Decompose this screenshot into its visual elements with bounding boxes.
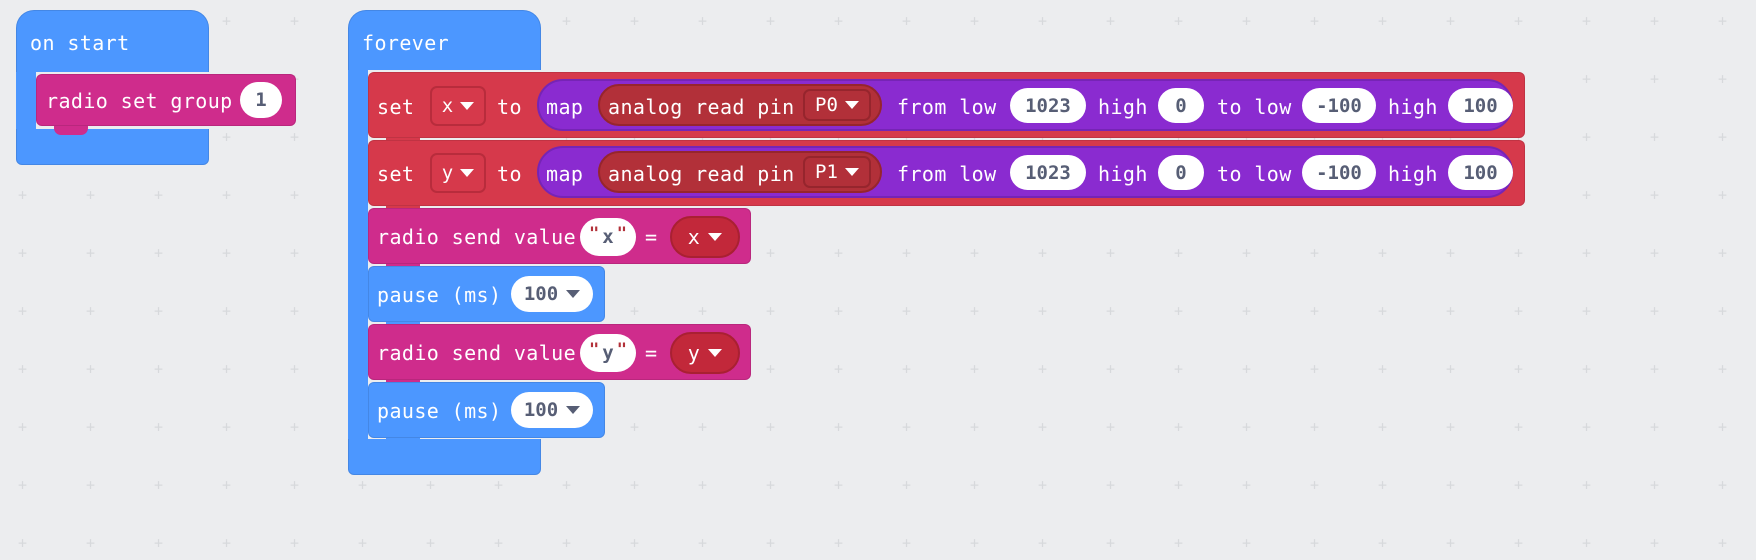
pause-2-label: pause (ms) bbox=[377, 399, 502, 423]
radio-send-x-name-value: x bbox=[602, 226, 614, 248]
quote-close: " bbox=[616, 224, 627, 244]
map-y-from-high-label: high bbox=[1098, 162, 1148, 186]
radio-group-value-field[interactable]: 1 bbox=[240, 82, 282, 118]
set-y-to-label: to bbox=[497, 162, 522, 186]
map-y-to-high-field[interactable]: 100 bbox=[1448, 155, 1513, 190]
pause-2-value-field[interactable]: 100 bbox=[511, 392, 593, 428]
map-y-to-high-label: high bbox=[1388, 162, 1438, 186]
on-start-label: on start bbox=[30, 31, 130, 55]
forever-spine bbox=[348, 70, 368, 439]
radio-send-x-variable-reporter[interactable]: x bbox=[670, 216, 740, 258]
chevron-down-icon bbox=[566, 406, 581, 414]
quote-open: " bbox=[589, 340, 600, 360]
radio-send-x-label: radio send value bbox=[377, 225, 577, 249]
analog-read-pin-x-label: analog read pin bbox=[608, 95, 795, 119]
pause-2-notch-bottom bbox=[386, 438, 420, 447]
radio-send-y-label: radio send value bbox=[377, 341, 577, 365]
analog-read-pin-y-pin: P1 bbox=[815, 161, 838, 183]
set-y-variable-label: y bbox=[441, 162, 454, 184]
radio-send-y-name-field[interactable]: " y " bbox=[580, 334, 636, 372]
analog-read-pin-x-pin: P0 bbox=[815, 94, 838, 116]
map-x-from-high-field[interactable]: 0 bbox=[1158, 88, 1204, 123]
quote-open: " bbox=[589, 224, 600, 244]
map-x-from-low-field[interactable]: 1023 bbox=[1010, 88, 1086, 123]
set-x-to-label: to bbox=[497, 95, 522, 119]
map-y-to-low-field[interactable]: -100 bbox=[1302, 155, 1376, 190]
chevron-down-icon bbox=[844, 101, 859, 109]
pause-1-value-field[interactable]: 100 bbox=[511, 276, 593, 312]
radio-send-x-equals: = bbox=[645, 225, 658, 249]
map-y-from-low-field[interactable]: 1023 bbox=[1010, 155, 1086, 190]
radio-send-x-variable-label: x bbox=[687, 225, 701, 249]
radio-send-y-equals: = bbox=[645, 341, 658, 365]
map-y-from-high-field[interactable]: 0 bbox=[1158, 155, 1204, 190]
on-start-spine bbox=[16, 72, 36, 129]
quote-close: " bbox=[616, 340, 627, 360]
pause-1-label: pause (ms) bbox=[377, 283, 502, 307]
radio-send-y-variable-label: y bbox=[687, 341, 701, 365]
radio-send-x-name-field[interactable]: " x " bbox=[580, 218, 636, 256]
chevron-down-icon bbox=[708, 349, 723, 357]
set-x-keyword: set bbox=[377, 95, 415, 119]
set-x-variable-label: x bbox=[441, 95, 454, 117]
chevron-down-icon bbox=[460, 169, 475, 177]
chevron-down-icon bbox=[708, 233, 723, 241]
pause-2-value: 100 bbox=[523, 399, 559, 421]
radio-send-y-name-value: y bbox=[602, 342, 614, 364]
set-y-keyword: set bbox=[377, 162, 415, 186]
chevron-down-icon bbox=[844, 168, 859, 176]
chevron-down-icon bbox=[566, 290, 581, 298]
map-x-label: map bbox=[546, 95, 584, 119]
map-x-to-low-label: to low bbox=[1217, 95, 1292, 119]
map-x-from-high-label: high bbox=[1098, 95, 1148, 119]
analog-read-pin-x-dropdown[interactable]: P0 bbox=[803, 89, 871, 121]
set-y-variable-dropdown[interactable]: y bbox=[430, 153, 486, 193]
radio-set-group-label: radio set group bbox=[46, 89, 233, 113]
map-x-to-high-field[interactable]: 100 bbox=[1448, 88, 1513, 123]
set-x-variable-dropdown[interactable]: x bbox=[430, 86, 486, 126]
chevron-down-icon bbox=[460, 102, 475, 110]
map-x-to-low-field[interactable]: -100 bbox=[1302, 88, 1376, 123]
map-x-from-low-label: from low bbox=[897, 95, 997, 119]
map-y-label: map bbox=[546, 162, 584, 186]
map-x-to-high-label: high bbox=[1388, 95, 1438, 119]
forever-label: forever bbox=[362, 31, 450, 55]
map-y-from-low-label: from low bbox=[897, 162, 997, 186]
pause-1-value: 100 bbox=[523, 283, 559, 305]
radio-set-group-notch-bottom bbox=[54, 126, 88, 135]
analog-read-pin-y-dropdown[interactable]: P1 bbox=[803, 156, 871, 188]
analog-read-pin-y-label: analog read pin bbox=[608, 162, 795, 186]
radio-send-y-variable-reporter[interactable]: y bbox=[670, 332, 740, 374]
map-y-to-low-label: to low bbox=[1217, 162, 1292, 186]
